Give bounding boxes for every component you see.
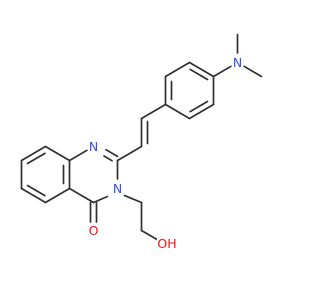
bond-ph-c3-c4-inner xyxy=(189,68,209,81)
bond-ph-c3-c4 xyxy=(188,61,215,78)
bond-ph-c2-c3 xyxy=(164,61,191,78)
atom-hydroxyl: OH xyxy=(157,235,177,251)
bond-n1-c2-inner xyxy=(103,155,113,162)
atom-n1-bg xyxy=(86,139,101,154)
bond-ph-c6-c1 xyxy=(164,103,191,120)
atoms-layer: N N N O OH xyxy=(86,55,245,251)
bond-n-methyl-right xyxy=(243,65,263,78)
bond-c7-c8 xyxy=(20,145,47,162)
atom-n3-quinazoline: N xyxy=(110,181,125,196)
atom-n1-quinazoline: N xyxy=(86,139,101,154)
atom-n1-label: N xyxy=(89,139,98,154)
bond-c4a-c5 xyxy=(44,187,71,204)
atom-n-dimethyl-bg xyxy=(230,55,245,70)
atom-hydroxyl-bg xyxy=(157,235,177,251)
bond-n3-c4 xyxy=(92,195,109,204)
atom-n3-label: N xyxy=(113,181,122,196)
bond-c4-c4a xyxy=(68,187,95,204)
bond-c5-c6-inner xyxy=(26,184,46,197)
molecule-structure: N N N O OH xyxy=(20,33,263,251)
atom-carbonyl-oxygen: O xyxy=(86,223,101,238)
bond-ph-c5-c6 xyxy=(188,103,215,120)
atom-carbonyl-oxygen-label: O xyxy=(89,223,99,238)
bond-n3-ch2 xyxy=(123,194,143,204)
molecule-canvas: N N N O OH xyxy=(20,33,263,251)
bond-c5-c6 xyxy=(20,187,47,204)
bond-c8a-n1 xyxy=(68,148,89,162)
bonds-layer xyxy=(20,33,263,241)
bond-ch2-oh xyxy=(140,229,158,241)
atom-n-dimethyl-label: N xyxy=(233,55,242,70)
bond-c7-c8-inner xyxy=(26,152,46,165)
atom-hydroxyl-label: OH xyxy=(157,236,176,251)
bond-c8-c8a xyxy=(44,145,71,162)
atom-n-dimethyl: N xyxy=(230,55,245,70)
bond-n1-c2 xyxy=(105,148,119,158)
atom-n3-bg xyxy=(110,181,125,196)
bond-vinyl-b-ring xyxy=(140,103,167,120)
atom-carbonyl-oxygen-bg xyxy=(86,223,101,238)
bond-ph-c5-c6-inner xyxy=(189,100,209,113)
bond-ph-n xyxy=(212,65,232,78)
bond-c2-vinyl-a xyxy=(116,145,143,162)
